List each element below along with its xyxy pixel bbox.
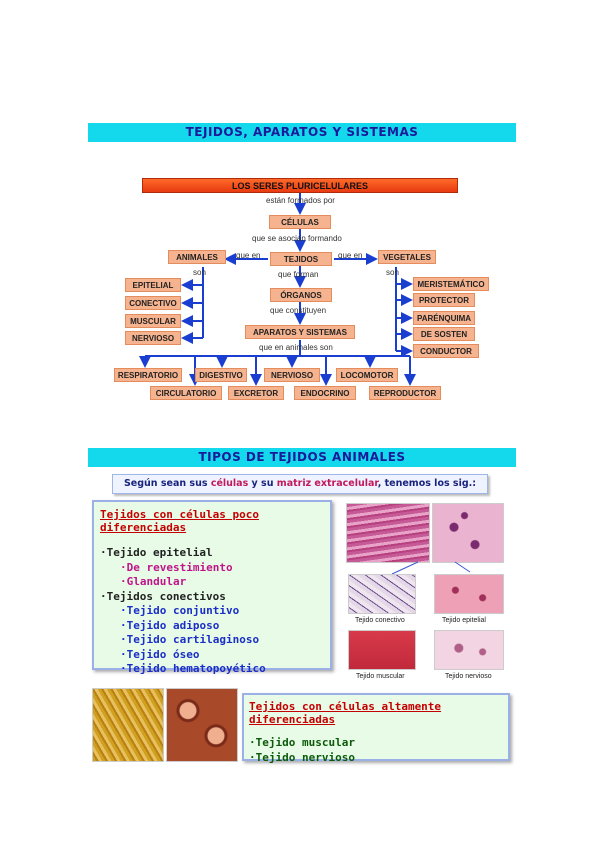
section-title-tejidos: TEJIDOS, APARATOS Y SISTEMAS bbox=[88, 123, 516, 142]
item-alta: ·Tejido muscular bbox=[249, 736, 355, 749]
nerve-tissue-micrograph bbox=[434, 630, 504, 670]
box-vegetales: VEGETALES bbox=[378, 250, 436, 264]
caption-epitelial: Tejido epitelial bbox=[442, 617, 486, 624]
label-que-forman: que forman bbox=[278, 270, 319, 279]
box-plant-tissue: MERISTEMÁTICO bbox=[413, 277, 489, 291]
box-animal-tissue: NERVIOSO bbox=[125, 331, 181, 345]
item-conectivo: ·Tejido adiposo bbox=[120, 618, 220, 632]
caption-conectivo: Tejido conectivo bbox=[355, 617, 405, 624]
item-conectivo: ·Tejido cartilaginoso bbox=[120, 633, 260, 646]
map-root-box: LOS SERES PLURICELULARES bbox=[142, 178, 458, 193]
box-plant-tissue: PARÉNQUIMA bbox=[413, 311, 475, 325]
item-glandular: ·Glandular bbox=[120, 575, 187, 588]
intro-e: , tenemos los sig.: bbox=[377, 478, 477, 489]
altamente-diferenciadas-panel: Tejidos con células altamente diferencia… bbox=[242, 693, 510, 764]
box-aparatos-sistemas: APARATOS Y SISTEMAS bbox=[245, 325, 355, 339]
muscle-tissue-micrograph bbox=[348, 630, 416, 670]
epithelial-cells-micrograph bbox=[432, 503, 504, 563]
item-conectivo: ·Tejido conjuntivo bbox=[120, 604, 240, 617]
box-system: CIRCULATORIO bbox=[150, 386, 222, 400]
box-system: RESPIRATORIO bbox=[114, 368, 182, 382]
item-alta: ·Tejido nervioso bbox=[249, 750, 355, 764]
label-que-en-right: que en bbox=[338, 251, 363, 260]
connective-tissue-micrograph bbox=[348, 574, 416, 614]
box-system: REPRODUCTOR bbox=[369, 386, 441, 400]
label-que-en-left: que en bbox=[236, 251, 261, 260]
cartilage-micrograph bbox=[166, 688, 238, 762]
box-animal-tissue: EPITELIAL bbox=[125, 278, 181, 292]
label-son-left: son bbox=[193, 268, 206, 277]
item-conectivo: ·Tejido hematopoyético bbox=[120, 662, 266, 675]
caption-muscular: Tejido muscular bbox=[356, 673, 405, 680]
box-animales: ANIMALES bbox=[168, 250, 226, 264]
poco-diferenciadas-panel: Tejidos con células poco diferenciadas ·… bbox=[92, 500, 332, 675]
box-system: EXCRETOR bbox=[228, 386, 284, 400]
box-organos: ÓRGANOS bbox=[270, 288, 332, 302]
label-que-en-animales: que en animales son bbox=[259, 343, 333, 352]
box-plant-tissue: PROTECTOR bbox=[413, 293, 475, 307]
bone-micrograph bbox=[92, 688, 164, 762]
box-system: DIGESTIVO bbox=[195, 368, 247, 382]
label-que-constituyen: que constituyen bbox=[270, 306, 327, 315]
box-system: ENDOCRINO bbox=[294, 386, 356, 400]
poco-heading: Tejidos con células poco diferenciadas bbox=[100, 508, 259, 534]
alta-heading: Tejidos con células altamente diferencia… bbox=[249, 700, 442, 726]
label-associate: que se asocian formando bbox=[252, 234, 342, 243]
box-animal-tissue: MUSCULAR bbox=[125, 314, 181, 328]
epithelial-tissue-micrograph bbox=[434, 574, 504, 614]
intro-c: y su bbox=[248, 478, 277, 489]
intro-line: Según sean sus células y su matriz extra… bbox=[112, 474, 488, 494]
section-title-tipos: TIPOS DE TEJIDOS ANIMALES bbox=[88, 448, 516, 467]
intro-matriz: matriz extracelular bbox=[276, 478, 378, 489]
item-conectivo: ·Tejido óseo bbox=[120, 647, 200, 661]
intro-celulas: células bbox=[210, 478, 249, 489]
item-tejidos-conectivos: ·Tejidos conectivos bbox=[100, 589, 226, 603]
label-son-right: son bbox=[386, 268, 399, 277]
epithelium-micrograph bbox=[346, 503, 430, 563]
caption-nervioso: Tejido nervioso bbox=[445, 673, 492, 680]
label-formed-by: están formados por bbox=[266, 196, 335, 205]
box-tejidos: TEJIDOS bbox=[270, 252, 332, 266]
box-plant-tissue: CONDUCTOR bbox=[413, 344, 479, 358]
box-celulas: CÉLULAS bbox=[269, 215, 331, 229]
box-system: NERVIOSO bbox=[264, 368, 320, 382]
item-tejido-epitelial: ·Tejido epitelial bbox=[100, 546, 213, 559]
box-plant-tissue: DE SOSTEN bbox=[413, 327, 475, 341]
intro-a: Según sean sus bbox=[123, 478, 211, 489]
item-revestimiento: ·De revestimiento bbox=[120, 560, 233, 574]
box-system: LOCOMOTOR bbox=[336, 368, 398, 382]
box-animal-tissue: CONECTIVO bbox=[125, 296, 181, 310]
